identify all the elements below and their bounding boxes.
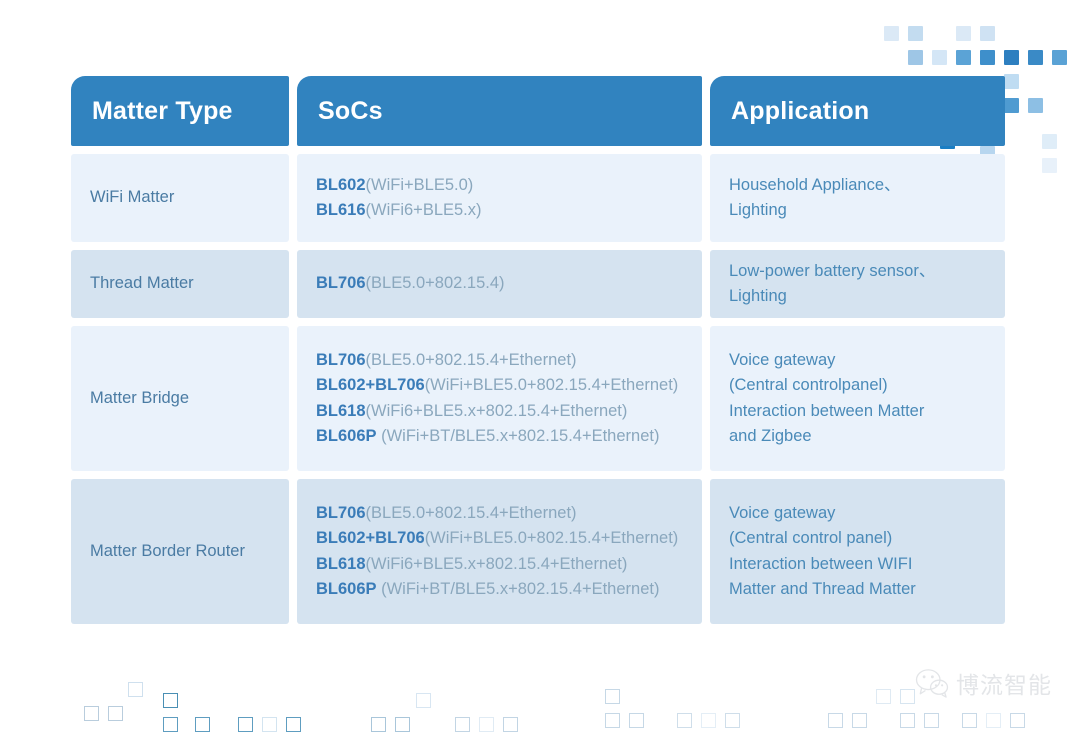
soc-line: BL706(BLE5.0+802.15.4) — [316, 274, 505, 293]
decorative-square — [1052, 50, 1067, 65]
watermark: 博流智能 — [915, 666, 1052, 700]
decorative-square — [956, 26, 971, 41]
soc-line: BL618(WiFi6+BLE5.x+802.15.4+Ethernet) — [316, 554, 628, 573]
decorative-square — [1042, 158, 1057, 173]
decorative-square — [455, 717, 470, 732]
decorative-square — [884, 26, 899, 41]
soc-line: BL602+BL706(WiFi+BLE5.0+802.15.4+Etherne… — [316, 376, 679, 395]
cell-matter-type: Matter Border Router — [71, 479, 289, 624]
decorative-square — [876, 689, 891, 704]
decorative-square — [1004, 98, 1019, 113]
decorative-square — [195, 717, 210, 732]
application-line: Interaction between Matter — [729, 401, 925, 420]
application-line: Voice gateway — [729, 504, 836, 523]
soc-line: BL606P (WiFi+BT/BLE5.x+802.15.4+Ethernet… — [316, 579, 660, 598]
decorative-square — [956, 50, 971, 65]
decorative-square — [605, 689, 620, 704]
application-line: Interaction between WIFI — [729, 554, 913, 573]
decorative-square — [503, 717, 518, 732]
decorative-square — [1010, 713, 1025, 728]
application-line: (Central control panel) — [729, 529, 893, 548]
cell-socs: BL706(BLE5.0+802.15.4+Ethernet) BL602+BL… — [297, 326, 702, 471]
table-header-row: Matter Type SoCs Application — [71, 76, 1005, 146]
decorative-square — [980, 50, 995, 65]
decorative-square — [479, 717, 494, 732]
cell-matter-type: WiFi Matter — [71, 154, 289, 242]
table-row: Matter Border Router BL706(BLE5.0+802.15… — [71, 479, 1005, 624]
application-line: Voice gateway — [729, 351, 836, 370]
cell-socs: BL706(BLE5.0+802.15.4) — [297, 250, 702, 318]
decorative-square — [1028, 98, 1043, 113]
decorative-square — [908, 50, 923, 65]
soc-line: BL706(BLE5.0+802.15.4+Ethernet) — [316, 504, 577, 523]
decorative-square — [900, 713, 915, 728]
decorative-square — [605, 713, 620, 728]
cell-application: Household Appliance、 Lighting — [710, 154, 1005, 242]
decorative-square — [128, 682, 143, 697]
cell-socs: BL706(BLE5.0+802.15.4+Ethernet) BL602+BL… — [297, 479, 702, 624]
decorative-square — [924, 713, 939, 728]
decorative-square — [980, 26, 995, 41]
decorative-square — [238, 717, 253, 732]
decorative-square — [371, 717, 386, 732]
decorative-square — [108, 706, 123, 721]
decorative-square — [986, 713, 1001, 728]
application-line: and Zigbee — [729, 426, 812, 445]
decorative-square — [725, 713, 740, 728]
decorative-square — [163, 693, 178, 708]
soc-line: BL706(BLE5.0+802.15.4+Ethernet) — [316, 351, 577, 370]
decorative-square — [286, 717, 301, 732]
decorative-square — [416, 693, 431, 708]
application-line: Lighting — [729, 287, 787, 305]
column-header-application: Application — [710, 76, 1005, 146]
table-row: Matter Bridge BL706(BLE5.0+802.15.4+Ethe… — [71, 326, 1005, 471]
decorative-square — [84, 706, 99, 721]
cell-matter-type: Matter Bridge — [71, 326, 289, 471]
soc-line: BL618(WiFi6+BLE5.x+802.15.4+Ethernet) — [316, 401, 628, 420]
decorative-square — [1004, 50, 1019, 65]
decorative-square — [908, 26, 923, 41]
decorative-square — [828, 713, 843, 728]
decorative-square — [852, 713, 867, 728]
column-header-socs: SoCs — [297, 76, 702, 146]
soc-line: BL606P (WiFi+BT/BLE5.x+802.15.4+Ethernet… — [316, 426, 660, 445]
decorative-square — [395, 717, 410, 732]
decorative-square — [900, 689, 915, 704]
soc-line: BL616(WiFi6+BLE5.x) — [316, 201, 482, 219]
cell-socs: BL602(WiFi+BLE5.0) BL616(WiFi6+BLE5.x) — [297, 154, 702, 242]
application-line: Low-power battery sensor、 — [729, 261, 936, 280]
decorative-square — [1028, 50, 1043, 65]
soc-line: BL602(WiFi+BLE5.0) — [316, 175, 474, 194]
cell-matter-type: Thread Matter — [71, 250, 289, 318]
wechat-icon — [915, 669, 949, 698]
column-header-matter-type: Matter Type — [71, 76, 289, 146]
decorative-square — [1042, 134, 1057, 149]
cell-application: Voice gateway (Central controlpanel) Int… — [710, 326, 1005, 471]
cell-application: Low-power battery sensor、 Lighting — [710, 250, 1005, 318]
application-line: (Central controlpanel) — [729, 376, 888, 395]
matter-comparison-table: Matter Type SoCs Application WiFi Matter… — [71, 76, 1005, 632]
decorative-square — [163, 717, 178, 732]
watermark-text: 博流智能 — [956, 673, 1052, 699]
application-line: Household Appliance、 — [729, 175, 901, 194]
decorative-square — [629, 713, 644, 728]
decorative-square — [962, 713, 977, 728]
decorative-square — [701, 713, 716, 728]
soc-line: BL602+BL706(WiFi+BLE5.0+802.15.4+Etherne… — [316, 529, 679, 548]
decorative-square — [1004, 74, 1019, 89]
cell-application: Voice gateway (Central control panel) In… — [710, 479, 1005, 624]
decorative-square — [677, 713, 692, 728]
application-line: Lighting — [729, 201, 787, 219]
decorative-square — [932, 50, 947, 65]
decorative-square — [262, 717, 277, 732]
table-row: Thread Matter BL706(BLE5.0+802.15.4) Low… — [71, 250, 1005, 318]
table-row: WiFi Matter BL602(WiFi+BLE5.0) BL616(WiF… — [71, 154, 1005, 242]
application-line: Matter and Thread Matter — [729, 579, 916, 598]
